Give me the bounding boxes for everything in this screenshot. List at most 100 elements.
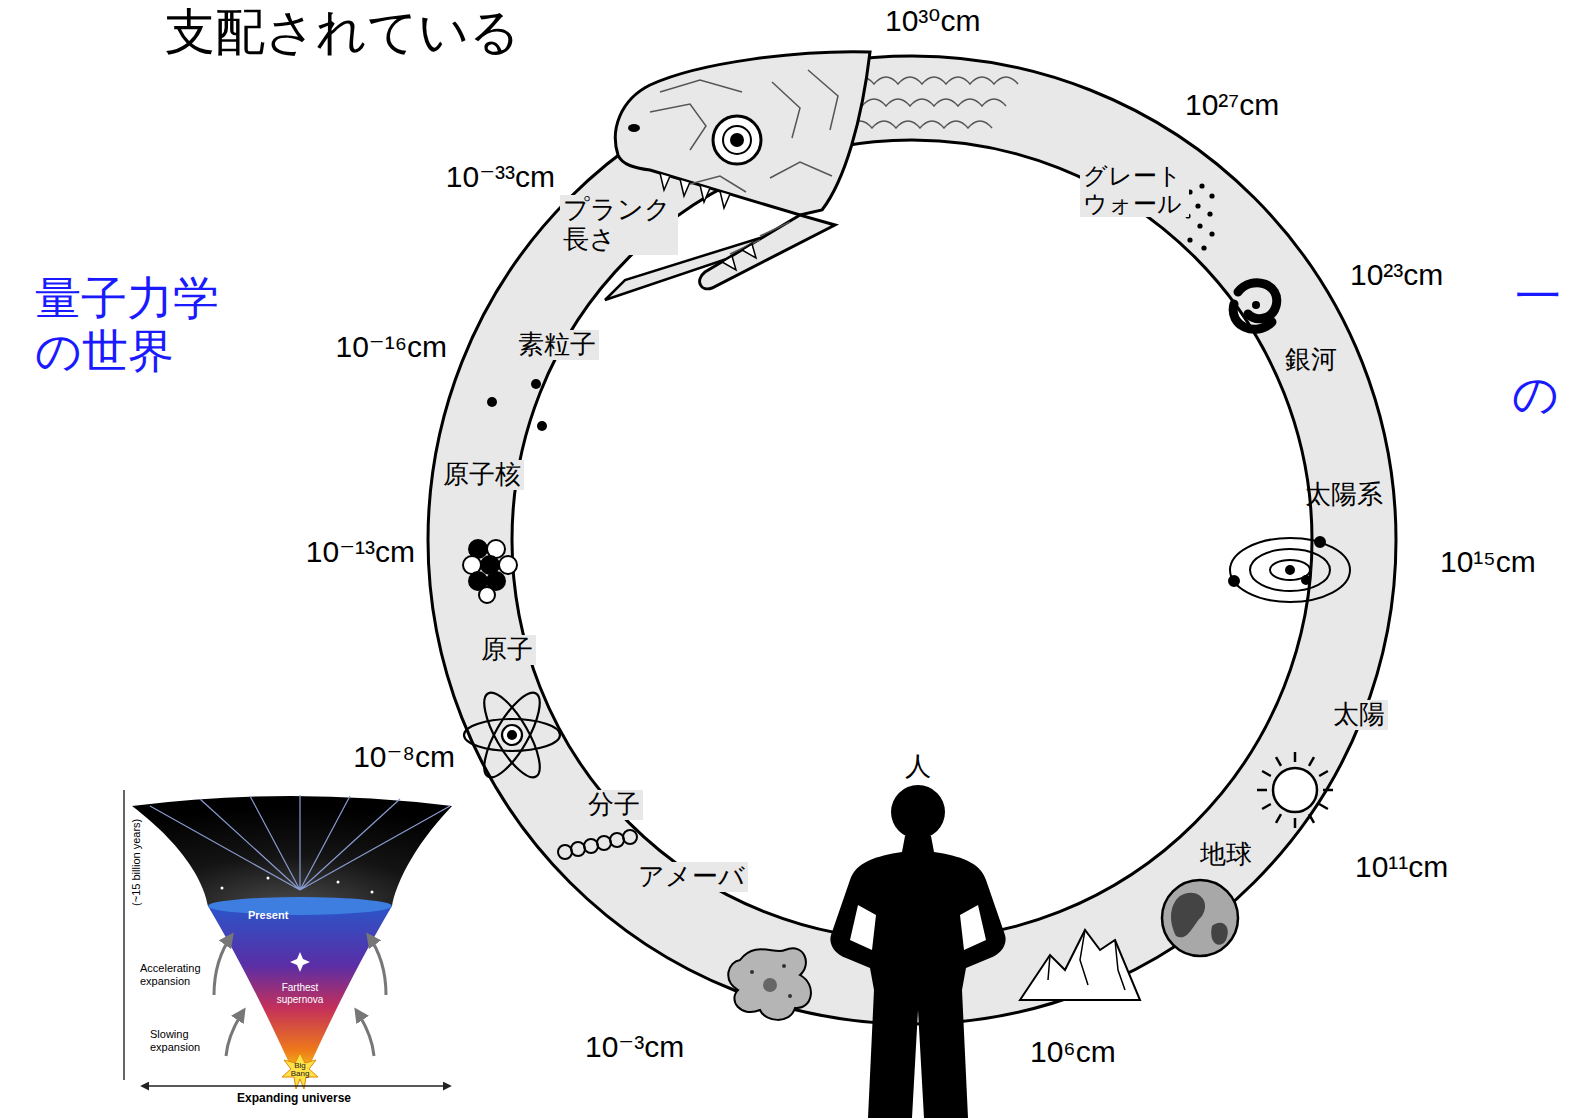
great-wall-dots — [1201, 245, 1206, 250]
object-label: グレート ウォール — [1080, 162, 1189, 217]
expansion-inset — [368, 935, 386, 995]
earth-icon — [1171, 893, 1205, 938]
object-label: アメーバ — [635, 862, 748, 892]
molecule-icon — [610, 833, 624, 847]
snake-head — [700, 215, 835, 289]
scale-label: 10⁻¹⁶cm — [335, 330, 447, 365]
amoeba-icon — [788, 994, 792, 998]
expansion-inset — [226, 1010, 244, 1056]
expansion-inset — [371, 891, 374, 894]
earth-icon — [1211, 923, 1228, 945]
galaxy-icon — [1252, 301, 1260, 309]
expansion-inset — [356, 1010, 374, 1056]
snake-scales — [850, 77, 1018, 84]
great-wall-dots — [1209, 231, 1214, 236]
galaxy-icon — [1238, 283, 1277, 319]
particle-dots — [487, 397, 497, 407]
scale-label: 10¹¹cm — [1355, 850, 1448, 885]
mountain-icon — [1020, 930, 1140, 1000]
expansion-inset — [150, 795, 450, 890]
great-wall-dots — [1195, 203, 1200, 208]
solar-system-icon — [1315, 537, 1325, 547]
object-label: 太陽 — [1330, 700, 1388, 730]
great-wall-dots — [1187, 237, 1192, 242]
person-silhouette — [830, 836, 1005, 1118]
snake-scales — [848, 121, 992, 128]
solar-system-icon — [1230, 538, 1350, 602]
molecule-icon — [571, 842, 585, 856]
great-wall-dots — [1197, 223, 1202, 228]
region-label: 量子力学 の世界 — [35, 272, 233, 378]
region-label: の — [1512, 368, 1559, 421]
expansion-inset — [290, 952, 310, 972]
amoeba-icon — [728, 948, 811, 1020]
snake-head — [723, 126, 751, 154]
great-wall-dots — [1209, 193, 1214, 198]
inset-label: Big Bang — [286, 1062, 314, 1078]
scale-label: 10¹⁵cm — [1440, 545, 1536, 580]
particle-dots — [487, 379, 547, 431]
atom-icon — [464, 685, 560, 784]
scale-label: 10⁻³³cm — [446, 160, 555, 195]
great-wall-dots — [1199, 183, 1204, 188]
galaxy-icon — [1233, 283, 1277, 330]
earth-icon — [1162, 880, 1238, 956]
solar-system-icon — [1229, 576, 1239, 586]
particle-dots — [531, 379, 541, 389]
amoeba-icon — [782, 964, 786, 968]
nucleus-icon — [463, 540, 517, 603]
earth-icon — [1162, 880, 1238, 956]
inset-label: Farthest supernova — [266, 982, 334, 1005]
expansion-inset — [221, 887, 224, 890]
expansion-inset — [132, 796, 452, 906]
heading: 支配されている — [165, 4, 520, 62]
person-silhouette — [850, 905, 986, 950]
atom-icon — [474, 685, 550, 784]
scale-label: 10⁻¹³cm — [306, 535, 415, 570]
atom-icon — [502, 725, 522, 745]
person-silhouette — [891, 785, 945, 839]
nucleus-icon — [479, 587, 495, 603]
scale-label: 10²⁷cm — [1185, 88, 1279, 123]
snake-head — [722, 244, 756, 270]
inset-label: Accelerating expansion — [140, 962, 210, 987]
galaxy-icon — [1233, 304, 1272, 329]
expansion-inset — [123, 790, 125, 1080]
mountain-icon — [1020, 930, 1140, 1000]
molecule-icon — [558, 845, 572, 859]
molecule-icon — [597, 836, 611, 850]
molecule-icon — [584, 839, 598, 853]
solar-system-icon — [1250, 549, 1330, 591]
expansion-inset — [282, 1053, 318, 1089]
object-label: プランク 長さ — [560, 195, 678, 255]
inset-label: Expanding universe — [237, 1092, 351, 1106]
atom-icon — [474, 685, 550, 784]
snake-head — [628, 124, 640, 132]
person-silhouette — [830, 785, 1005, 1118]
solar-system-icon — [1229, 537, 1350, 602]
expansion-inset — [142, 1085, 450, 1087]
nucleus-icon — [499, 556, 517, 574]
snake-head — [730, 133, 744, 147]
great-wall-dots — [1185, 183, 1214, 250]
object-label: 人 — [905, 752, 931, 782]
region-label: 一 — [1515, 270, 1561, 323]
mountain-icon — [1048, 930, 1125, 990]
solar-system-icon — [1302, 576, 1310, 584]
object-label: 分子 — [585, 790, 643, 820]
object-label: 原子 — [478, 635, 536, 665]
expansion-inset — [208, 906, 392, 1076]
inset-label: Slowing expansion — [150, 1028, 212, 1053]
atom-icon — [464, 719, 560, 751]
amoeba-icon — [750, 970, 754, 974]
scale-label: 10³⁰cm — [885, 4, 980, 39]
sun-icon — [1257, 752, 1333, 828]
solar-system-icon — [1286, 566, 1294, 574]
object-label: 原子核 — [440, 460, 524, 490]
ouroboros-ring — [512, 140, 1312, 940]
amoeba-icon — [763, 978, 777, 992]
atom-icon — [508, 731, 516, 739]
great-wall-dots — [1207, 211, 1212, 216]
snake-head — [650, 70, 838, 254]
